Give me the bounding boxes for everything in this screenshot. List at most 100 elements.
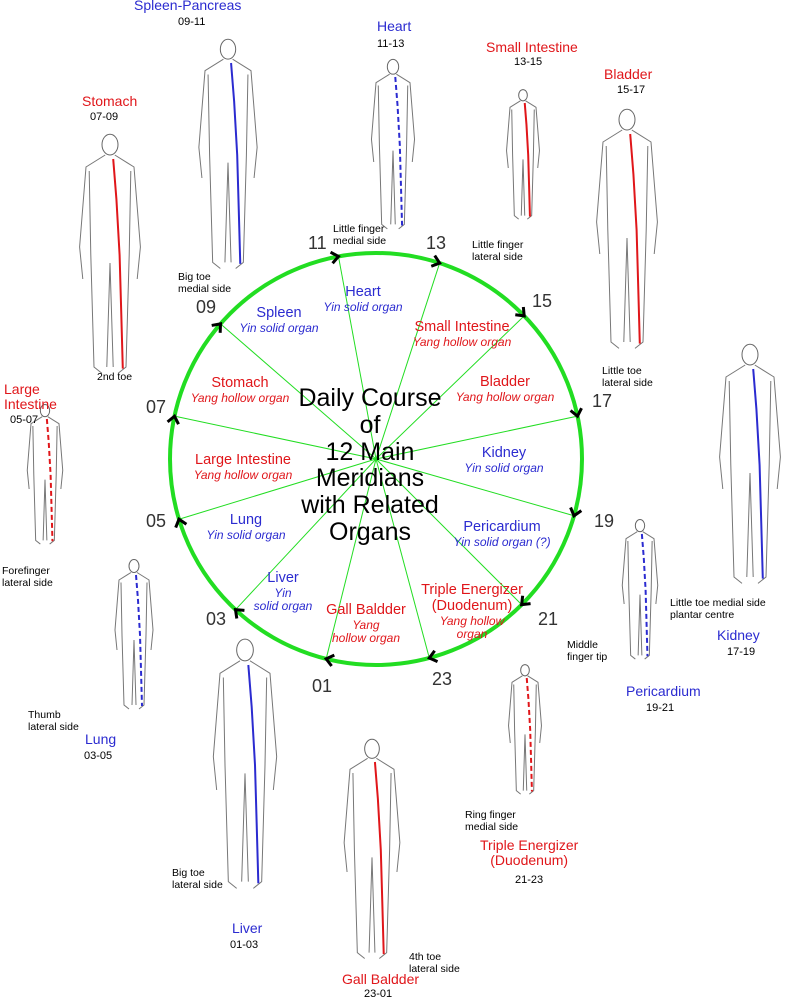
center-title: Daily Course of 12 Main Meridians with R… <box>270 385 470 546</box>
figure-outline <box>79 154 141 374</box>
segment-type: Yang hollow organ <box>190 390 290 405</box>
figure-outline <box>596 129 658 349</box>
figure-outline <box>114 572 154 710</box>
spoke-line <box>375 262 441 460</box>
pericardium-time-label: 19-21 <box>646 702 675 714</box>
meridian-line <box>247 664 260 884</box>
figure-head <box>101 133 119 156</box>
segment-name: Gall Baldder <box>326 602 406 618</box>
pericardium-figure <box>621 519 659 660</box>
segment-type: Yang hollow organ <box>193 467 293 482</box>
liver-organ-label: Liver <box>232 920 263 936</box>
meridian-line <box>640 533 649 657</box>
segment-name: Stomach <box>211 375 269 391</box>
kidney-note: Little toe medial side plantar centre <box>670 597 766 621</box>
figure-head <box>39 404 51 418</box>
figure-head <box>236 638 254 662</box>
spleen-organ-label: Spleen-Pancreas <box>134 0 242 13</box>
meridian-line <box>112 158 124 369</box>
spoke-line <box>174 415 377 460</box>
lung-figure <box>114 559 154 710</box>
segment-type: Yin solid organ (?) <box>453 534 551 549</box>
meridian-line <box>394 76 404 226</box>
segment-name: Triple Energizer <box>421 582 523 598</box>
small-intestine-figure <box>506 89 540 220</box>
figure-outline <box>26 416 64 545</box>
meridian-line <box>135 574 143 707</box>
triple-energizer-time-label: 21-23 <box>515 874 544 886</box>
segment-type: organ <box>456 627 488 642</box>
segment-name: Bladder <box>480 374 530 390</box>
spleen-figure <box>198 38 258 269</box>
title-line: Meridians <box>315 464 425 493</box>
small-intestine-note: Little finger lateral side <box>472 239 524 263</box>
gall-bladder-organ-label: Gall Baldder <box>342 971 420 987</box>
pericardium-note: Middle finger tip <box>567 639 608 663</box>
ring-arrow <box>569 407 583 419</box>
figure-head <box>618 108 636 131</box>
stomach-note: 2nd toe <box>97 371 133 383</box>
stomach-time-label: 07-09 <box>90 111 119 123</box>
meridian-line <box>45 418 54 542</box>
segment-type: Yang hollow organ <box>412 334 512 349</box>
figure-head <box>128 559 140 573</box>
large-intestine-figure <box>26 404 64 545</box>
ring-arrow <box>515 306 526 318</box>
spoke-line <box>375 458 430 659</box>
ring-arrows <box>166 250 583 667</box>
spoke-line <box>325 458 377 660</box>
spoke-line <box>375 458 523 606</box>
kidney-time-label: 17-19 <box>727 646 756 658</box>
title-line: of <box>359 410 381 439</box>
hour-label: 23 <box>432 669 453 689</box>
title-line: Daily Course <box>298 384 442 412</box>
large-intestine-time-label: 05-07 <box>10 414 39 426</box>
segment-type: Yang hollow <box>439 613 505 628</box>
spoke-line <box>337 256 377 460</box>
spoke-line <box>220 323 377 460</box>
heart-note: Little finger medial side <box>333 223 387 247</box>
spleen-time-label: 09-11 <box>178 16 206 28</box>
segment-name: Spleen <box>256 305 302 321</box>
figure-head <box>364 738 380 759</box>
hour-label: 07 <box>146 397 167 417</box>
bladder-note: Little toe lateral side <box>602 365 653 389</box>
clock-ring <box>168 251 584 667</box>
liver-note: Big toe lateral side <box>172 867 223 891</box>
liver-time-label: 01-03 <box>230 939 259 951</box>
segment-type: Yang <box>352 617 380 632</box>
spoke-line <box>375 315 525 460</box>
spoke-line <box>235 458 377 610</box>
hour-label: 21 <box>538 609 559 629</box>
body-figures <box>26 38 781 959</box>
lung-organ-label: Lung <box>85 731 117 747</box>
meridian-line <box>629 133 641 344</box>
spoke-line <box>375 458 575 517</box>
segment-name: Liver <box>267 570 299 586</box>
segment-type: Yin solid organ <box>323 299 403 314</box>
gall-bladder-note: 4th toe lateral side <box>409 951 460 975</box>
figure-head <box>219 38 237 60</box>
heart-figure <box>370 58 416 230</box>
figure-outline <box>719 364 781 584</box>
small-intestine-organ-label: Small Intestine <box>486 39 578 55</box>
figure-outline <box>212 660 278 889</box>
segment-type: Yin <box>274 585 292 600</box>
segment-type: Yang hollow organ <box>455 389 555 404</box>
hour-label: 11 <box>308 233 327 253</box>
spoke-line <box>178 458 377 520</box>
large-intestine-note: Forefinger lateral side <box>2 565 53 589</box>
gall-bladder-figure <box>343 738 401 959</box>
hour-label: 15 <box>532 291 553 311</box>
hour-label: 01 <box>312 676 333 696</box>
